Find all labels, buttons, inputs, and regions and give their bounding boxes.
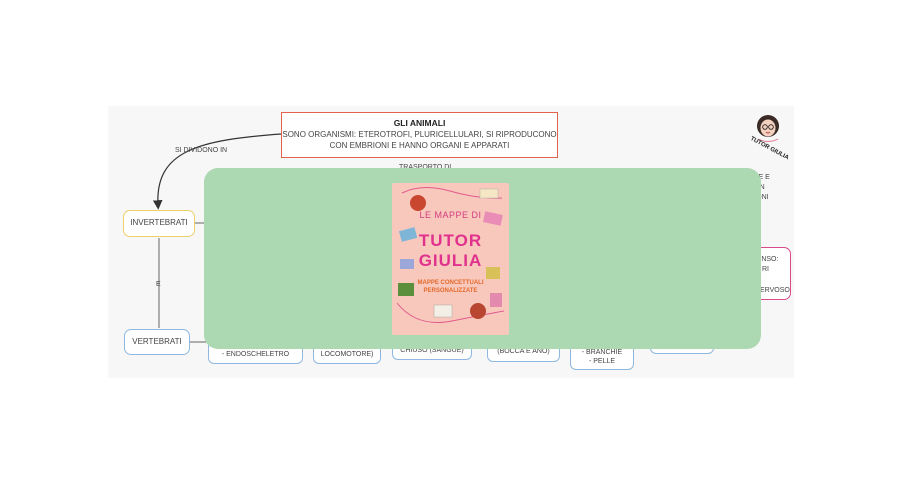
vert-box-3-text: CHIUSO (SANGUE) [400, 347, 464, 355]
vert-box-5-line-1: - BRANCHIE [581, 348, 623, 356]
cover-subtitle-1: MAPPE CONCETTUALI [417, 280, 484, 286]
fragment-ri: RI [762, 266, 769, 273]
edge-divide [152, 133, 282, 210]
root-node: GLI ANIMALI SONO ORGANISMI: ETEROTROFI, … [281, 112, 558, 158]
book-cover[interactable]: LE MAPPE DI TUTOR GIULIA MAPPE CONCETTUA… [392, 183, 509, 335]
root-line-1: SONO ORGANISMI: ETEROTROFI, PLURICELLULA… [282, 129, 557, 139]
fragment-trasporto: TRASPORTO DI [399, 164, 451, 171]
node-invertebrati: INVERTEBRATI [123, 210, 195, 237]
pink-node [760, 247, 791, 300]
fragment-senso: SENSO: [752, 256, 779, 263]
vert-box-4-text: (BOCCA E ANO) [497, 348, 550, 356]
edge-label-and: E [156, 281, 161, 288]
cover-top: LE MAPPE DI [419, 210, 482, 220]
root-title: GLI ANIMALI [393, 118, 446, 129]
cover-title-2: GIULIA [418, 251, 483, 270]
brand-logo: TUTOR GIULIA [744, 108, 792, 161]
cover-illustrations [396, 187, 505, 324]
vert-box-5-line-2: - PELLE [588, 358, 616, 365]
vert-box-2-text: LOCOMOTORE) [320, 351, 374, 359]
fragment-nervoso: ERVOSO [760, 287, 790, 294]
edge-label-divide: SI DIVIDONO IN [175, 147, 228, 154]
node-vertebrati: VERTEBRATI [124, 329, 190, 355]
root-line-2: CON EMBRIONI E HANNO ORGANI E APPARATI [329, 140, 510, 150]
cover-title-1: TUTOR [418, 231, 483, 250]
vert-box-1-text: - ENDOSCHELETRO [221, 351, 290, 359]
avatar-icon [757, 115, 779, 143]
cover-subtitle-2: PERSONALIZZATE [423, 288, 478, 294]
